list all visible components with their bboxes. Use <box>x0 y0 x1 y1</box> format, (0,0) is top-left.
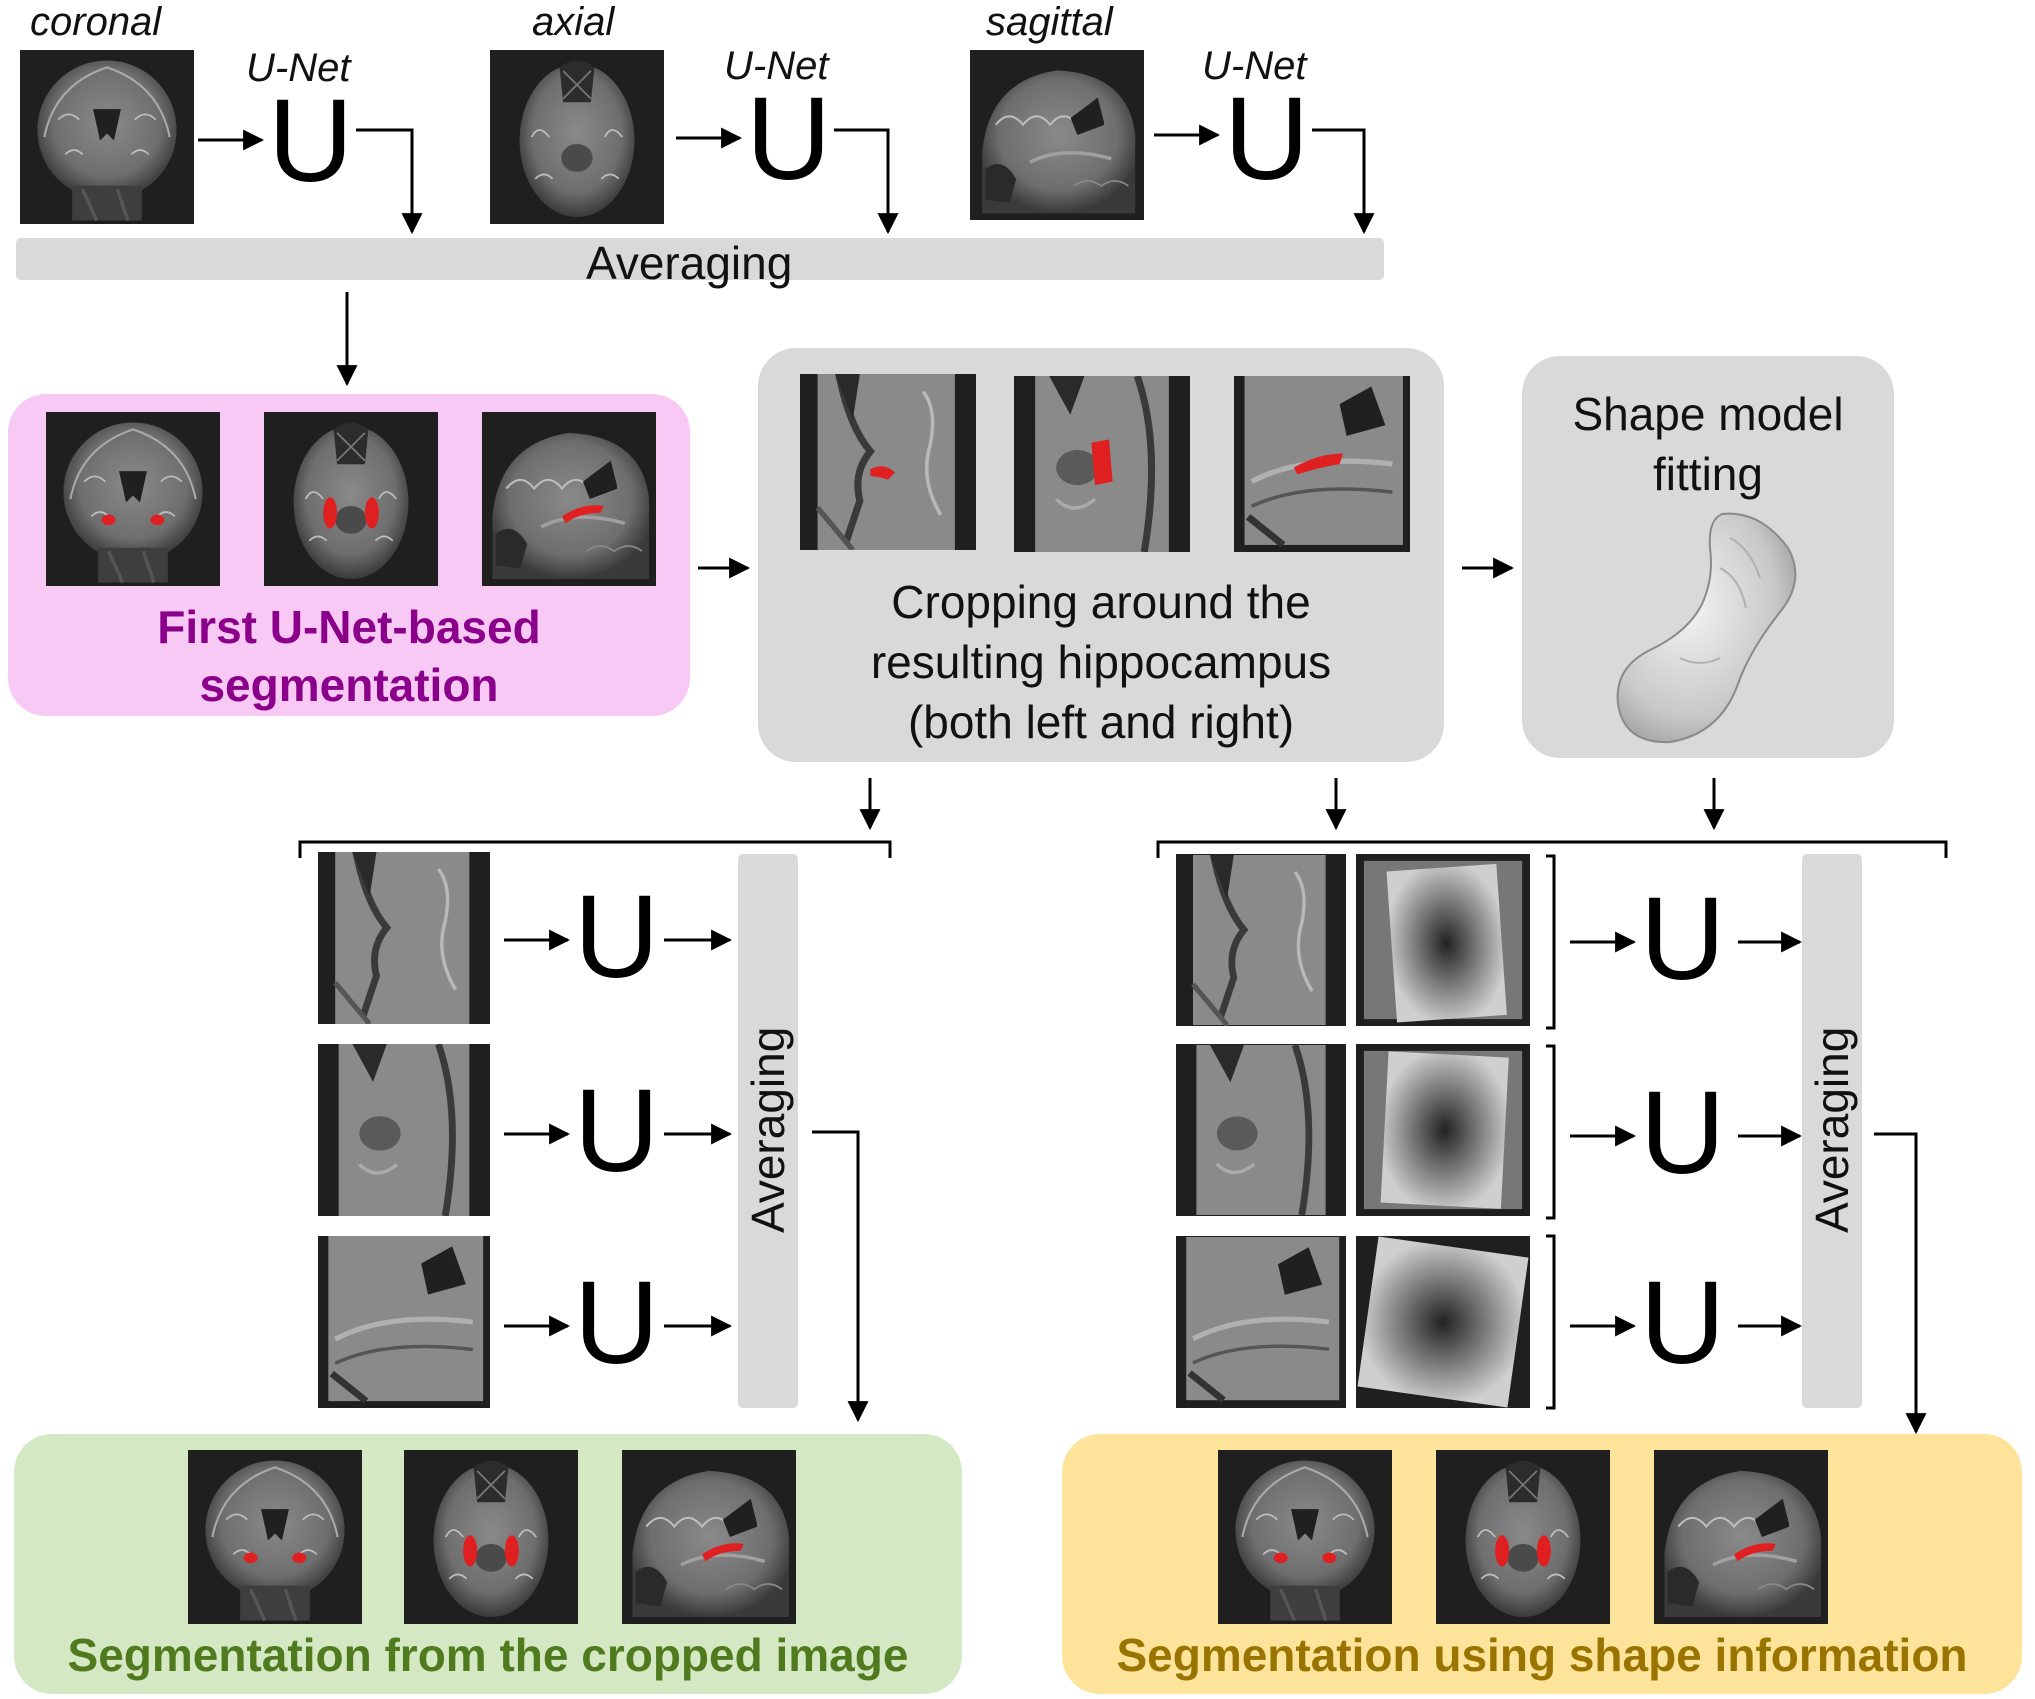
unet-label: U-Net <box>1202 44 1307 88</box>
right-branch-axial-distance-map <box>1356 1044 1530 1216</box>
result-shape-sagittal <box>1654 1450 1828 1624</box>
cropping-caption: Cropping around the resulting hippocampu… <box>758 572 1444 752</box>
first-segmentation-title: First U-Net-based segmentation <box>8 598 690 714</box>
unet-symbol: U <box>268 75 354 207</box>
averaging-label-right: Averaging <box>1806 1026 1858 1233</box>
view-label-axial: axial <box>532 0 615 44</box>
view-label-sagittal: sagittal <box>986 0 1113 44</box>
cropping-caption-line2: resulting hippocampus <box>870 636 1332 688</box>
crop-coronal-slice <box>800 374 976 550</box>
right-branch-sagittal-crop <box>1176 1236 1346 1408</box>
right-branch-axial-crop <box>1176 1044 1346 1216</box>
crop-sagittal-slice <box>1234 376 1410 552</box>
shape-model-title-line1: Shape model <box>1572 388 1844 440</box>
unet-symbol: U <box>1224 73 1310 205</box>
mri-axial-slice <box>490 50 664 224</box>
result-shape-axial <box>1436 1450 1610 1624</box>
cropping-caption-line1: Cropping around the <box>891 576 1311 628</box>
averaging-bar-right <box>1802 854 1862 1408</box>
result-cropped-axial <box>404 1450 578 1624</box>
seg-axial-slice <box>264 412 438 586</box>
unet-symbol: U <box>1640 1067 1726 1199</box>
unet-symbol: U <box>746 73 832 205</box>
right-branch-coronal-distance-map <box>1356 854 1530 1026</box>
cropping-caption-line3: (both left and right) <box>907 696 1295 748</box>
left-branch-axial-crop <box>318 1044 490 1216</box>
unet-symbol: U <box>574 1065 660 1197</box>
averaging-bar-left <box>738 854 798 1408</box>
unet-symbol: U <box>1640 873 1726 1005</box>
unet-symbol: U <box>574 871 660 1003</box>
mri-coronal-slice <box>20 50 194 224</box>
unet-symbol: U <box>1640 1257 1726 1389</box>
crop-axial-slice <box>1014 376 1190 552</box>
seg-sagittal-slice <box>482 412 656 586</box>
seg-coronal-slice <box>46 412 220 586</box>
result-shape-title: Segmentation using shape information <box>1116 1629 1968 1681</box>
first-segmentation-title-line1: First U-Net-based <box>157 601 541 653</box>
result-cropped-title: Segmentation from the cropped image <box>67 1629 909 1681</box>
hippocampus-shape-model <box>1616 512 1797 744</box>
unet-label: U-Net <box>724 44 829 88</box>
unet-label: U-Net <box>246 46 351 90</box>
right-branch-coronal-crop <box>1176 854 1346 1026</box>
mri-sagittal-slice <box>970 50 1144 220</box>
left-branch-sagittal-crop <box>318 1236 490 1408</box>
result-cropped-sagittal <box>622 1450 796 1624</box>
shape-model-title: Shape model fitting <box>1522 384 1894 504</box>
shape-model-title-line2: fitting <box>1653 448 1763 500</box>
first-segmentation-title-line2: segmentation <box>199 659 499 711</box>
right-branch-sagittal-distance-map <box>1356 1236 1530 1408</box>
averaging-label-top: Averaging <box>586 237 793 289</box>
result-cropped-coronal <box>188 1450 362 1624</box>
unet-symbol: U <box>574 1257 660 1389</box>
view-label-coronal: coronal <box>30 0 162 44</box>
result-shape-coronal <box>1218 1450 1392 1624</box>
averaging-bar-top <box>16 238 1384 280</box>
averaging-label-left: Averaging <box>742 1026 794 1233</box>
left-branch-coronal-crop <box>318 852 490 1024</box>
